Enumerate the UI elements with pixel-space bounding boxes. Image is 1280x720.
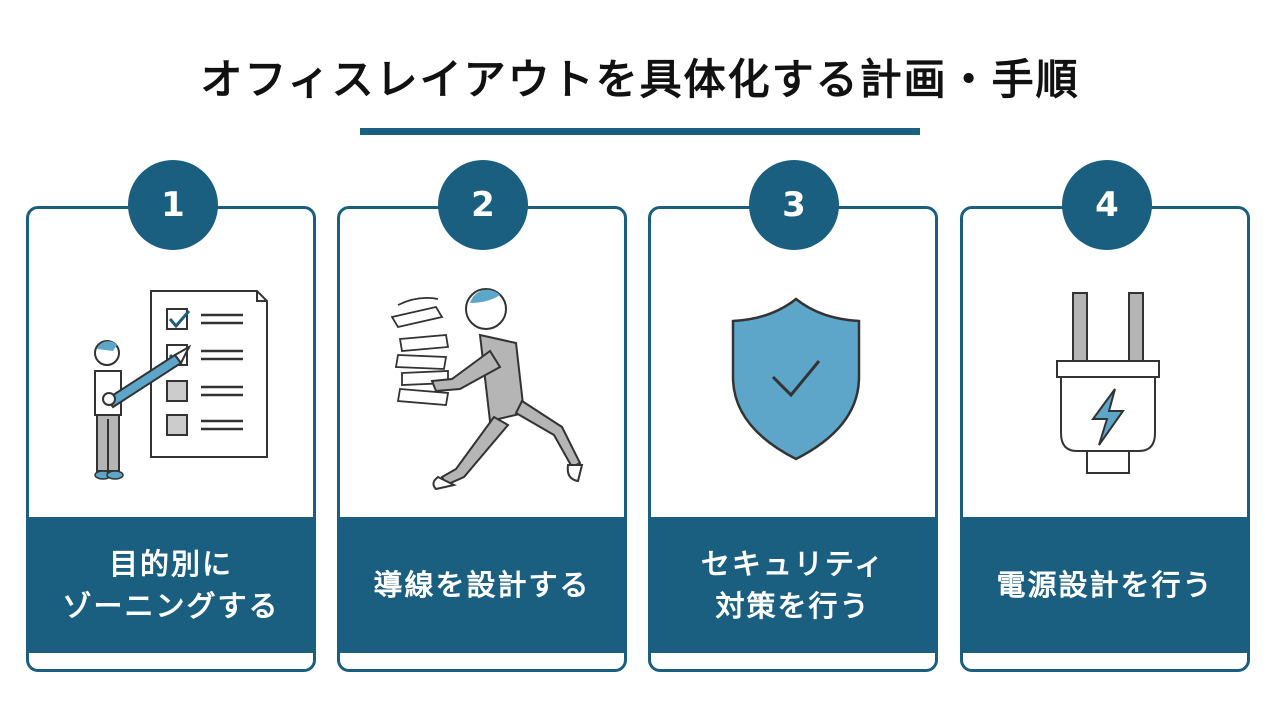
step-2-number-badge: 2 xyxy=(438,160,528,250)
step-1-card: 目的別に ゾーニングする xyxy=(26,206,316,672)
step-4-label-box: 電源設計を行う xyxy=(963,517,1247,653)
step-2-label: 導線を設計する xyxy=(373,567,591,602)
power-plug-icon xyxy=(1056,292,1160,474)
step-1-label-box: 目的別に ゾーニングする xyxy=(29,517,313,653)
step-1-label: 目的別に ゾーニングする xyxy=(62,546,280,623)
shield-check-icon xyxy=(731,297,861,461)
page-title: オフィスレイアウトを具体化する計画・手順 xyxy=(200,55,1080,104)
step-4-label: 電源設計を行う xyxy=(996,567,1214,602)
step-2-card: 導線を設計する xyxy=(337,206,627,672)
step-3-label-box: セキュリティ 対策を行う xyxy=(651,517,935,653)
step-2-label-box: 導線を設計する xyxy=(340,517,624,653)
checklist-person-icon xyxy=(94,290,268,480)
step-4-number-badge: 4 xyxy=(1062,160,1152,250)
step-3-number-badge: 3 xyxy=(749,160,839,250)
title-underline xyxy=(360,128,920,135)
step-1-number-badge: 1 xyxy=(128,160,218,250)
step-4-card: 電源設計を行う xyxy=(960,206,1250,672)
running-person-papers-icon xyxy=(390,288,584,491)
step-3-label: セキュリティ 対策を行う xyxy=(700,546,886,623)
step-3-card: セキュリティ 対策を行う xyxy=(648,206,938,672)
